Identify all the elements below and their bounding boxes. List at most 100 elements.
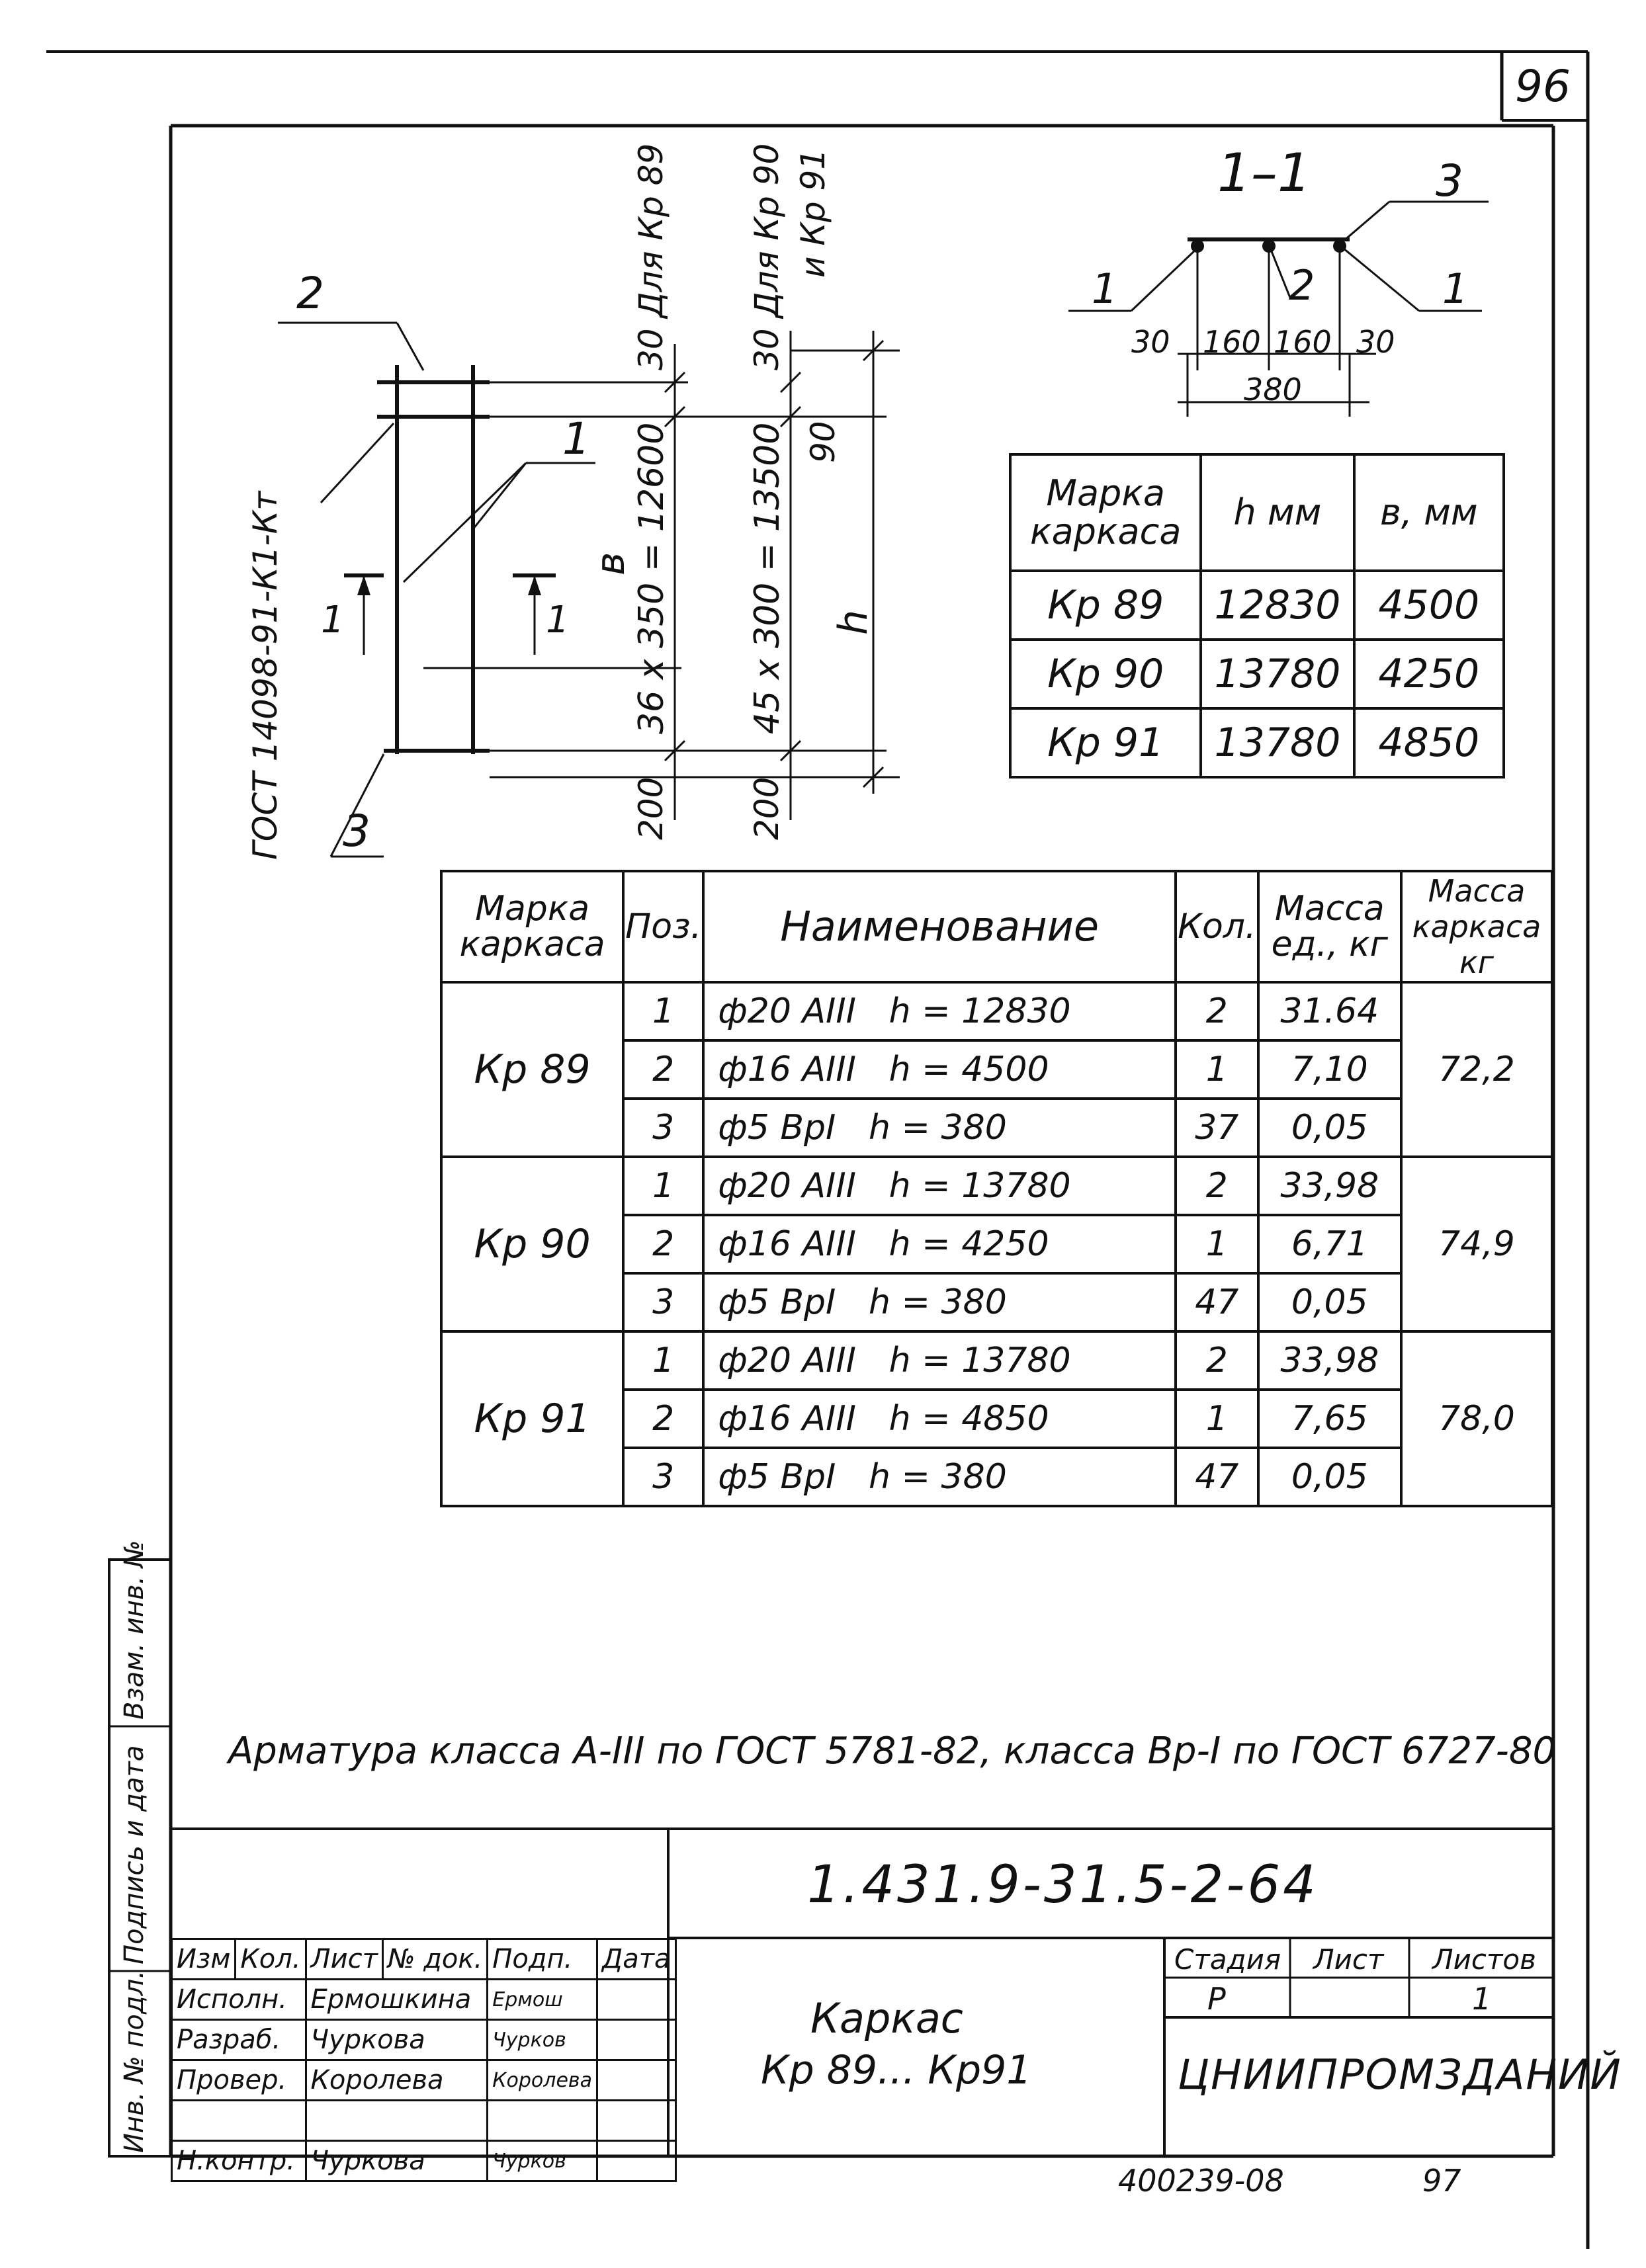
spec-mark: Кр 89 [439, 981, 625, 1158]
tb-role: Провер. [171, 2059, 307, 2101]
spec-qty: 2 [1174, 981, 1260, 1042]
spec-pos: 2 [622, 1039, 705, 1100]
tb-role-row: Провер. Королева Королева [171, 2059, 677, 2101]
b-label: в [587, 552, 634, 575]
spec-qty: 2 [1174, 1330, 1260, 1391]
tb-signature: Королева [486, 2059, 598, 2101]
bottom-page-number: 97 [1422, 2163, 1461, 2199]
tb-person: Чуркова [304, 2140, 489, 2182]
dim-spacing-90: 45 x 300 = 13500 [748, 422, 787, 734]
spec-row: 2 ф16 АIII h = 4850 1 7,65 [441, 1388, 1552, 1449]
tb-date [595, 2019, 677, 2061]
tb-person [304, 2099, 489, 2142]
spec-pos: 2 [622, 1214, 705, 1275]
section-dim-total: 380 [1244, 372, 1302, 407]
tb-header-sign: Подп. [486, 1938, 598, 1980]
spec-pos: 3 [622, 1097, 705, 1158]
dims-cell-h: 13780 [1199, 707, 1356, 778]
spec-name: ф16 АIII h = 4250 [702, 1214, 1178, 1275]
tb-signature: Ермош [486, 1978, 598, 2021]
spec-mark: Кр 90 [439, 1155, 625, 1333]
spec-row: Кр 90 1 ф20 АIII h = 13780 2 33,98 74,9 [439, 1155, 1554, 1333]
spec-header-pos: Поз. [622, 870, 705, 984]
tb-role-row: Н.контр. Чуркова Чурков [171, 2140, 677, 2182]
spec-pos: 3 [622, 1272, 705, 1333]
stage-label: Стадия [1174, 1943, 1281, 1976]
dims-row: Кр 91 13780 4850 [1008, 707, 1506, 778]
organization: ЦНИИПРОМЗДАНИЙ [1178, 2050, 1622, 2099]
spec-mark: Кр 91 [439, 1330, 625, 1507]
tb-person: Ермошкина [304, 1978, 489, 2021]
spec-table: Марка каркаса Поз. Наименование Кол. Мас… [439, 870, 1554, 1507]
section-callout-1-left: 1 [1092, 265, 1118, 313]
tb-role: Исполн. [171, 1978, 307, 2021]
tb-date [595, 2059, 677, 2101]
dims-cell-mark: Кр 91 [1008, 707, 1203, 778]
spec-qty: 47 [1174, 1447, 1260, 1507]
spec-frame-mass: 78,0 [1399, 1330, 1554, 1507]
spec-unit-mass: 7,10 [1256, 1039, 1403, 1100]
tb-role-row: Исполн. Ермошкина Ермош [171, 1978, 677, 2021]
callout-1: 1 [562, 413, 590, 464]
spec-unit-mass: 31.64 [1256, 981, 1403, 1042]
section-callout-1-right: 1 [1442, 265, 1469, 313]
section-callout-3: 3 [1436, 155, 1463, 206]
dims-cell-b: 4500 [1352, 569, 1506, 641]
h-label: h [830, 609, 877, 635]
spec-name: ф5 ВрI h = 380 [702, 1272, 1178, 1333]
dim-top-90b: и Кр 91 [794, 148, 832, 278]
doc-title-line2: Кр 89... Кр91 [761, 2047, 1032, 2093]
tb-signature: Чурков [486, 2019, 598, 2061]
spec-header-mark: Марка каркаса [439, 870, 625, 984]
spec-qty: 37 [1174, 1097, 1260, 1158]
tb-date [595, 1978, 677, 2021]
tb-role-row: Разраб. Чуркова Чурков [171, 2019, 677, 2061]
callout-2: 2 [296, 268, 324, 319]
tb-role: Н.контр. [171, 2140, 307, 2182]
dims-cell-h: 13780 [1199, 638, 1356, 710]
sheet-label: Лист [1313, 1943, 1384, 1976]
doc-title-line1: Каркас [810, 1994, 963, 2042]
spec-name: ф20 АIII h = 13780 [702, 1155, 1178, 1216]
dims-table-header: Марка каркаса h мм в, мм [1008, 453, 1506, 572]
dim-90: 90 [804, 421, 842, 463]
spec-name: ф16 АIII h = 4850 [702, 1388, 1178, 1449]
dims-cell-b: 4250 [1352, 638, 1506, 710]
spec-row: 3 ф5 ВрI h = 380 47 0,05 [441, 1272, 1552, 1333]
tb-signature [486, 2099, 598, 2142]
section-dim-b: 160 [1203, 324, 1261, 360]
stamp-sign-date: Подпись и дата [119, 1745, 150, 1964]
dims-cell-mark: Кр 89 [1008, 569, 1203, 641]
dim-top-89: 30 Для Кр 89 [632, 143, 670, 370]
bottom-archive-number: 400239-08 [1118, 2163, 1284, 2199]
gost-label: ГОСТ 14098-91-К1-Кт [246, 491, 284, 860]
spec-header-name: Наименование [702, 870, 1178, 984]
dims-header-b: в, мм [1352, 453, 1506, 572]
dims-header-h: h мм [1199, 453, 1356, 572]
tb-header-izm: Изм [170, 1938, 237, 1980]
dim-spacing-89: 36 x 350 = 12600 [632, 422, 671, 734]
tb-header-row: Изм Кол. Лист № док. Подп. Дата [170, 1938, 677, 1980]
spec-name: ф5 ВрI h = 380 [702, 1097, 1178, 1158]
dim-bottom-2: 200 [748, 777, 786, 840]
spec-name: ф5 ВрI h = 380 [702, 1447, 1178, 1507]
tb-header-doc: № док. [381, 1938, 489, 1980]
section-dim-a: 30 [1131, 324, 1170, 360]
spec-name: ф20 АIII h = 12830 [702, 981, 1178, 1042]
tb-person: Чуркова [304, 2019, 489, 2061]
tb-header-kol: Кол. [234, 1938, 307, 1980]
doc-code: 1.431.9-31.5-2-64 [807, 1855, 1319, 1915]
spec-unit-mass: 33,98 [1256, 1330, 1403, 1391]
spec-row: 2 ф16 АIII h = 4500 1 7,10 [441, 1039, 1552, 1100]
spec-header: Марка каркаса Поз. Наименование Кол. Мас… [439, 870, 1554, 984]
stamp-vzam-inv: Взам. инв. № [119, 1540, 150, 1720]
tb-header-date: Дата [595, 1938, 677, 1980]
spec-frame-mass: 74,9 [1399, 1155, 1554, 1333]
spec-qty: 2 [1174, 1155, 1260, 1216]
spec-header-unit-mass: Масса ед., кг [1256, 870, 1403, 984]
spec-qty: 47 [1174, 1272, 1260, 1333]
stage-value: Р [1207, 1981, 1226, 2017]
dims-cell-b: 4850 [1352, 707, 1506, 778]
sheet-number: 96 [1515, 61, 1571, 112]
